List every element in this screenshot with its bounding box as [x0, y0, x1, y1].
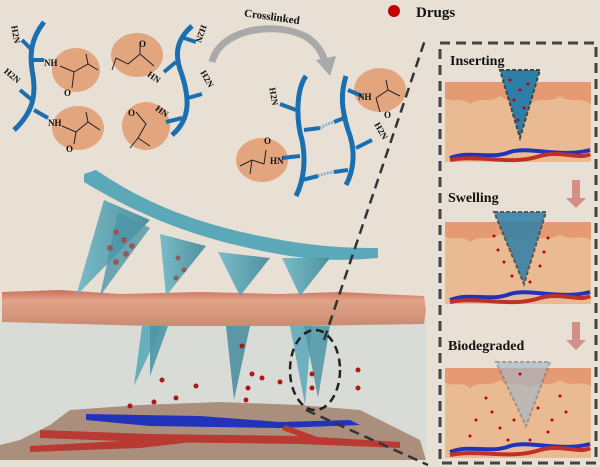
artery	[40, 430, 400, 448]
vein	[86, 414, 360, 428]
callout-ellipse	[288, 328, 342, 412]
monomer-structure	[59, 53, 99, 89]
stage-arrow	[566, 180, 586, 208]
amide-label: HN	[270, 156, 284, 166]
monomer-structure	[111, 44, 155, 71]
stage-inserting: Inserting	[445, 54, 592, 163]
crosslinked-network: H2N H2N NH HN O O	[236, 68, 406, 198]
amine-label: H2N	[372, 121, 390, 142]
polymer-branch	[187, 92, 203, 100]
amide-label: NH	[358, 92, 372, 102]
carbonyl-label: O	[264, 136, 271, 146]
skin-band	[2, 290, 426, 326]
polymer-chain	[12, 20, 47, 132]
monomer-blob	[52, 48, 100, 92]
microneedle-tip	[304, 326, 330, 398]
crosslink-arrow: Crosslinked	[208, 7, 336, 76]
stage-label: Biodegraded	[448, 339, 524, 354]
amine-label: H2N	[193, 24, 209, 45]
carbonyl-label: O	[64, 88, 71, 98]
artery	[449, 446, 592, 457]
artery	[449, 294, 592, 305]
needle-intact	[498, 69, 542, 142]
zoom-connector-line	[305, 408, 429, 467]
legend-drugs-label: Drugs	[416, 5, 455, 21]
amine-label: H2N	[9, 25, 22, 45]
microneedle-tip	[150, 326, 168, 376]
monomer-blob	[52, 106, 104, 150]
monomer-group: H2N H2N H2N H2N NH NH HN HN O O O O	[2, 20, 216, 154]
polymer-branch	[20, 38, 34, 52]
released-drugs	[127, 343, 361, 409]
stage-label: Swelling	[448, 191, 499, 206]
stage-label: Inserting	[450, 54, 504, 69]
zoom-connector-line	[322, 39, 427, 341]
amide-label: NH	[48, 118, 62, 128]
drug-dot-icon	[388, 5, 400, 17]
artery	[30, 436, 210, 452]
diffused-drugs	[468, 372, 568, 442]
polymer-branch	[18, 88, 34, 102]
microneedle	[218, 252, 270, 296]
polymer-branch	[165, 116, 183, 124]
needle-degraded	[494, 361, 552, 429]
carbonyl-label: O	[384, 110, 391, 120]
amine-label: H2N	[198, 69, 216, 90]
monomer-structure	[61, 111, 101, 145]
polymer-branch	[33, 108, 49, 120]
polymer-branch	[183, 36, 197, 44]
microneedle	[160, 234, 206, 296]
amine-label: H2N	[2, 66, 23, 86]
monomer-blob	[354, 68, 406, 112]
stage-biodegraded: Biodegraded	[445, 339, 592, 458]
polymer-chain	[170, 24, 194, 137]
carbonyl-label: O	[128, 108, 135, 118]
skin-scene	[0, 170, 426, 460]
stage-swelling: Swelling	[445, 191, 592, 305]
microneedle-tip	[290, 326, 312, 405]
amine-label: H2N	[267, 87, 280, 107]
loaded-drugs	[107, 229, 187, 281]
crosslinked-label: Crosslinked	[243, 7, 300, 27]
monomer-blob	[111, 33, 163, 77]
stage-arrow	[566, 322, 586, 350]
monomer-blob	[236, 138, 288, 182]
needle-swollen	[492, 211, 548, 287]
polymer-branch	[162, 60, 178, 74]
monomer-structure	[129, 111, 151, 149]
artery	[282, 425, 320, 442]
artery	[449, 152, 592, 163]
legend: Drugs	[388, 5, 455, 21]
microneedle-patch	[84, 170, 378, 260]
microneedle	[282, 258, 330, 296]
monomer-blob	[122, 102, 170, 150]
amide-label: NH	[44, 58, 58, 68]
carbonyl-label: O	[66, 144, 73, 154]
carbonyl-label: O	[139, 39, 146, 49]
